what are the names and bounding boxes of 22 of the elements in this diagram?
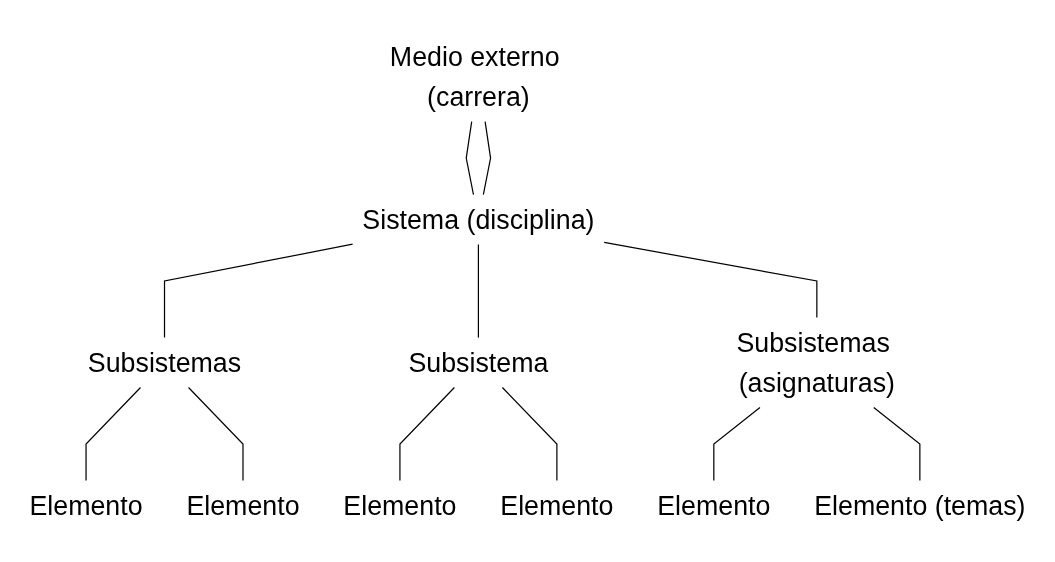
node-text: Subsistemas <box>87 347 242 378</box>
connector-line <box>482 120 492 196</box>
connector-line <box>187 386 244 482</box>
node-text: Subsistemas (asignaturas) <box>736 327 895 398</box>
connector-line <box>501 386 558 482</box>
connector-line <box>477 243 480 339</box>
connector-line <box>85 386 142 482</box>
node-text: Elemento <box>657 490 771 521</box>
node-text: Elemento <box>500 490 614 521</box>
connector-line <box>873 406 921 482</box>
node-text: Sistema (disciplina) <box>362 204 595 235</box>
connector-line <box>713 406 761 482</box>
node-text: Elemento <box>343 490 457 521</box>
node-text: Subsistema <box>408 347 549 378</box>
node-text: Elemento (temas) <box>814 490 1026 521</box>
node-text: Medio externo (carrera) <box>389 41 560 112</box>
connector-line <box>603 241 818 319</box>
node-text: Elemento <box>29 490 143 521</box>
node-text: Elemento <box>186 490 300 521</box>
connector-line <box>465 120 475 196</box>
connector-line <box>399 386 455 482</box>
connector-line <box>163 243 354 339</box>
